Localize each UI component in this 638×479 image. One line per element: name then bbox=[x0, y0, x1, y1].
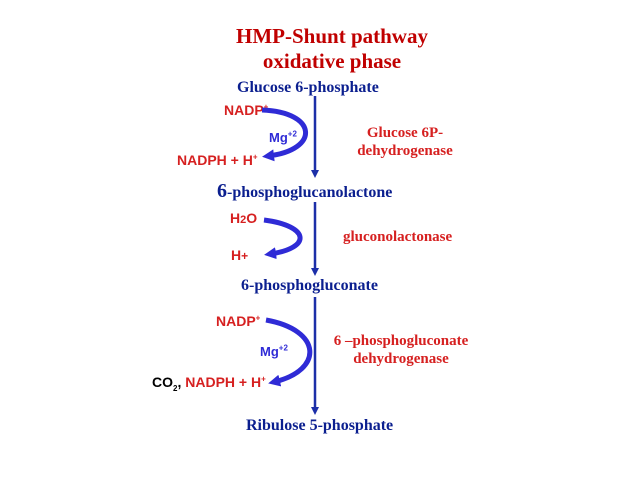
metabolite-6-phosphogluconate: 6-phosphogluconate bbox=[241, 277, 378, 294]
title-line-2: oxidative phase bbox=[262, 49, 402, 73]
step1-nadph-text: NADPH + H bbox=[177, 152, 253, 168]
curved-arrow-step1 bbox=[261, 107, 308, 162]
step1-nadph: NADPH + H+ bbox=[177, 152, 258, 168]
step3-nadp: NADP+ bbox=[216, 313, 260, 329]
title-line-1: HMP-Shunt pathway bbox=[236, 24, 428, 48]
step1-mg: Mg+2 bbox=[269, 130, 297, 145]
step2-h2o-2: 2 bbox=[240, 214, 247, 226]
step1-nadp: NADP+ bbox=[224, 102, 268, 118]
step1-mg-charge: +2 bbox=[287, 129, 297, 139]
enzyme3-line-2: dehydrogenase bbox=[353, 351, 449, 367]
step3-mg-charge: +2 bbox=[278, 343, 288, 353]
step3-co2-text: CO bbox=[152, 374, 173, 390]
enzyme-gluconolactonase: gluconolactonase bbox=[343, 229, 453, 245]
step1-nadp-charge: + bbox=[263, 102, 269, 112]
step2-h-text: H bbox=[231, 247, 242, 263]
enzyme3-line-1: 6 –phosphogluconate bbox=[333, 333, 469, 349]
step3-co2-subscript: 2 bbox=[173, 383, 178, 393]
step2-h2o: H2O bbox=[230, 210, 257, 226]
step1-nadp-text: NADP bbox=[224, 102, 264, 118]
step2-h-charge: + bbox=[241, 249, 249, 263]
step2-h2o-h: H bbox=[230, 210, 241, 226]
step1-nadph-charge: + bbox=[252, 152, 258, 162]
curved-arrow-step3 bbox=[265, 317, 313, 387]
metabolite-ribulose-5-phosphate: Ribulose 5-phosphate bbox=[246, 417, 394, 434]
step3-mg-text: Mg bbox=[260, 344, 279, 359]
enzyme1-line-2: dehydrogenase bbox=[357, 143, 453, 159]
step3-products: CO2, NADPH + H+ bbox=[152, 374, 266, 393]
step1-mg-text: Mg bbox=[269, 130, 288, 145]
enzyme1-line-1: Glucose 6P- bbox=[366, 125, 444, 141]
curved-arrow-step2 bbox=[263, 217, 303, 260]
step3-mg: Mg+2 bbox=[260, 344, 288, 359]
step3-nadp-charge: + bbox=[255, 313, 261, 323]
metabolite-glucose-6-phosphate: Glucose 6-phosphate bbox=[237, 79, 379, 96]
diagram-title: HMP-Shunt pathway oxidative phase bbox=[162, 24, 502, 74]
step2-h2o-o: O bbox=[246, 210, 258, 226]
step3-nadph-text: NADPH + H bbox=[185, 374, 262, 390]
step3-nadph-charge: + bbox=[261, 374, 266, 384]
metabolite-name-rest: -phosphoglucanolactone bbox=[227, 184, 393, 201]
step2-h-plus: H+ bbox=[231, 247, 248, 263]
metabolite-prefix-number: 6 bbox=[217, 180, 227, 202]
step3-co2-comma: , bbox=[177, 374, 182, 390]
enzyme-6-phosphogluconate-dehydrogenase: 6 –phosphogluconate dehydrogenase bbox=[326, 332, 476, 368]
step3-nadp-text: NADP bbox=[216, 313, 256, 329]
metabolite-6-phosphoglucanolactone: 6-phosphoglucanolactone bbox=[217, 180, 392, 203]
enzyme-glucose-6p-dehydrogenase: Glucose 6P- dehydrogenase bbox=[340, 124, 470, 160]
